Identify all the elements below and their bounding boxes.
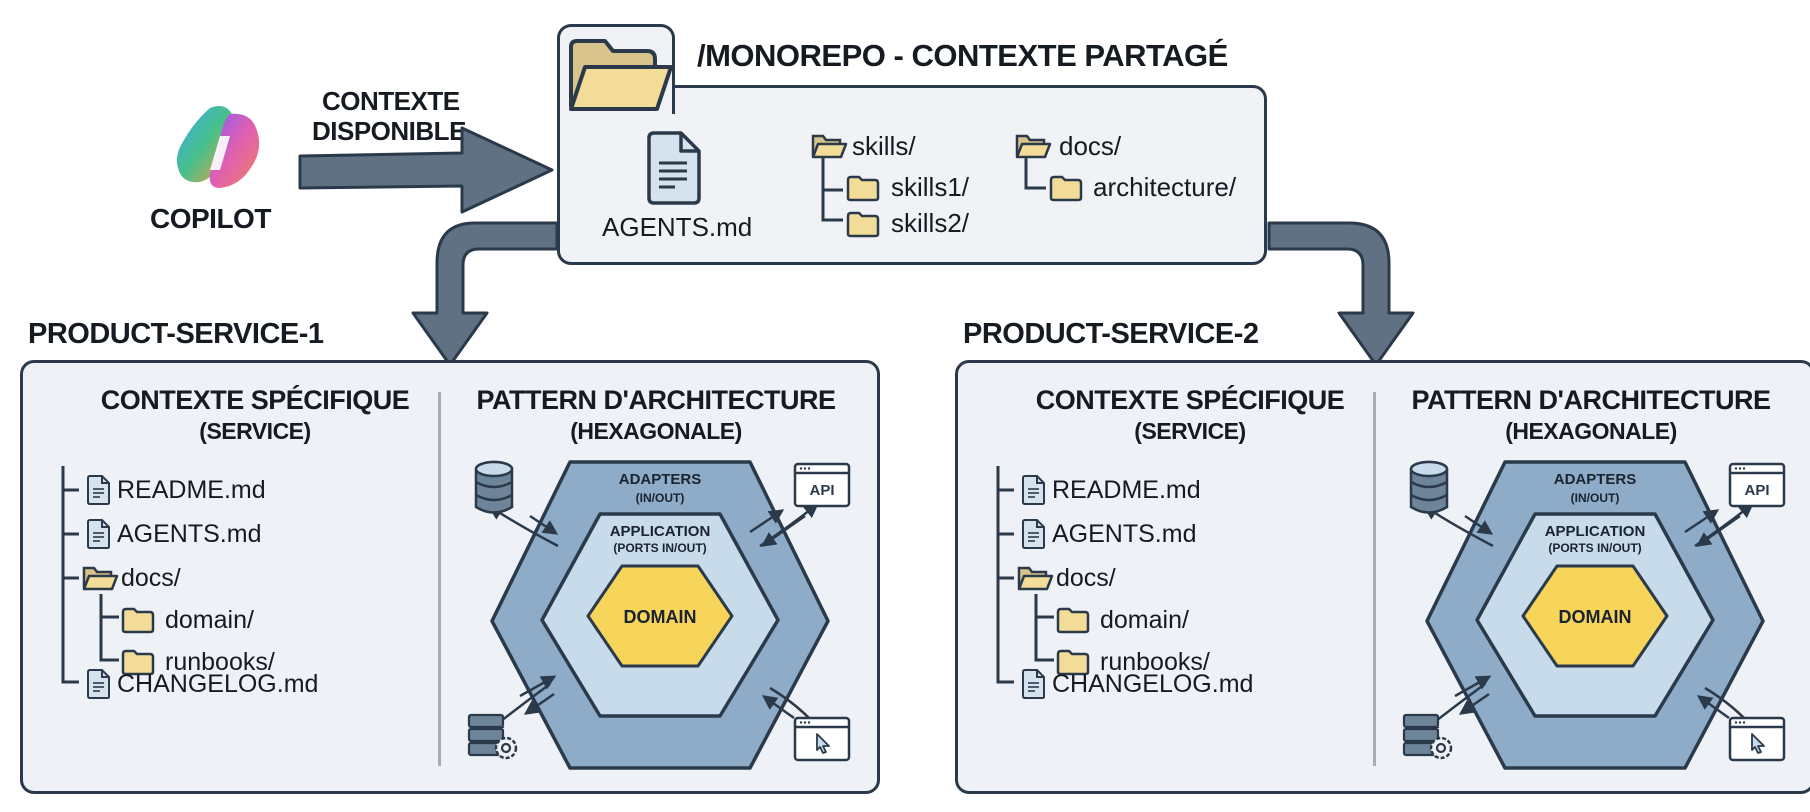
- document-icon: [87, 519, 110, 549]
- arrow-to-service-1: [411, 221, 559, 367]
- skills1-folder-icon: [846, 174, 880, 207]
- context-heading: CONTEXTE SPÉCIFIQUE: [1035, 385, 1345, 415]
- folder-item-domain[interactable]: domain/: [1056, 600, 1189, 640]
- pattern-heading: PATTERN D'ARCHITECTURE: [1411, 385, 1771, 415]
- database-icon: [474, 460, 514, 514]
- file-tree-lines: [996, 466, 1054, 684]
- panel-divider: [438, 392, 441, 766]
- skills-folder[interactable]: skills/: [852, 131, 916, 161]
- service-title: PRODUCT-SERVICE-1: [28, 318, 324, 350]
- file-item-readme[interactable]: README.md: [1020, 470, 1201, 510]
- api-window-icon: API: [1728, 462, 1786, 508]
- file-name: AGENTS.md: [117, 519, 262, 548]
- copilot-label: COPILOT: [150, 203, 271, 234]
- monorepo-title: /MONOREPO - CONTEXTE PARTAGÉ: [697, 38, 1228, 73]
- context-subheading: (SERVICE): [199, 418, 311, 444]
- arrow-label-line1: CONTEXTE: [322, 86, 460, 116]
- folder-item-runbooks[interactable]: runbooks/: [1056, 642, 1210, 682]
- ui-window-cursor-icon: [793, 716, 851, 762]
- folder-item-runbooks[interactable]: runbooks/: [121, 642, 275, 682]
- pattern-subheading: (HEXAGONALE): [570, 418, 742, 444]
- file-item-changelog[interactable]: CHANGELOG.md: [85, 664, 318, 704]
- copilot-logo-icon: [170, 100, 270, 195]
- folder-name: docs/: [1056, 563, 1116, 592]
- folder-item-docs[interactable]: docs/: [81, 558, 181, 598]
- context-heading: CONTEXTE SPÉCIFIQUE: [100, 385, 410, 415]
- folder-name: domain/: [165, 605, 254, 634]
- skills2-folder[interactable]: skills2/: [891, 208, 970, 238]
- folder-name: runbooks/: [1100, 647, 1210, 676]
- skills1-folder[interactable]: skills1/: [891, 172, 970, 202]
- folder-item-docs[interactable]: docs/: [1016, 558, 1116, 598]
- document-icon: [1022, 669, 1045, 699]
- pattern-heading: PATTERN D'ARCHITECTURE: [476, 385, 836, 415]
- domain-label: DOMAIN: [624, 607, 697, 627]
- document-icon: [1022, 475, 1045, 505]
- folder-name: domain/: [1100, 605, 1189, 634]
- file-name: AGENTS.md: [1052, 519, 1197, 548]
- architecture-folder-icon: [1049, 174, 1083, 207]
- context-subheading: (SERVICE): [1134, 418, 1246, 444]
- file-name: README.md: [117, 475, 266, 504]
- domain-label: DOMAIN: [1559, 607, 1632, 627]
- skills2-folder-icon: [846, 210, 880, 243]
- skills-folder-open-icon: [810, 132, 848, 165]
- folder-open-icon: [82, 566, 119, 591]
- arrow-label-line2: DISPONIBLE: [312, 116, 466, 146]
- folder-open-icon: [1017, 566, 1054, 591]
- arrow-to-service-2: [1267, 221, 1415, 367]
- docs-folder[interactable]: docs/: [1059, 131, 1122, 161]
- application-label: APPLICATION: [1545, 523, 1646, 540]
- folder-icon: [121, 649, 155, 676]
- document-icon: [87, 475, 110, 505]
- file-name: CHANGELOG.md: [117, 669, 319, 698]
- file-tree-lines: [61, 466, 119, 684]
- architecture-folder[interactable]: architecture/: [1093, 172, 1237, 202]
- monorepo-folder-icon: [565, 37, 675, 122]
- panel-divider: [1373, 392, 1376, 766]
- application-sublabel: (PORTS IN/OUT): [1548, 541, 1641, 555]
- skills-tree-lines: [821, 154, 843, 222]
- folder-name: docs/: [121, 563, 181, 592]
- file-item-agents[interactable]: AGENTS.md: [1020, 514, 1196, 554]
- api-window-icon: API: [793, 462, 851, 508]
- context-arrow: [298, 126, 554, 214]
- folder-item-domain[interactable]: domain/: [121, 600, 254, 640]
- domain-hexagon: [586, 564, 734, 668]
- api-label: API: [809, 482, 834, 499]
- docs-tree-lines: [1024, 154, 1046, 190]
- document-icon: [87, 669, 110, 699]
- document-icon: [1022, 519, 1045, 549]
- domain-hexagon: [1521, 564, 1669, 668]
- folder-icon: [1056, 607, 1090, 634]
- file-name: README.md: [1052, 475, 1201, 504]
- hexagonal-diagram: ADAPTERS (IN/OUT) APPLICATION (PORTS IN/…: [487, 460, 830, 770]
- ui-window-cursor-icon: [1728, 716, 1786, 762]
- file-item-changelog[interactable]: CHANGELOG.md: [1020, 664, 1253, 704]
- file-item-readme[interactable]: README.md: [85, 470, 266, 510]
- folder-name: runbooks/: [165, 647, 275, 676]
- application-sublabel: (PORTS IN/OUT): [613, 541, 706, 555]
- adapters-label: ADAPTERS: [1554, 471, 1637, 488]
- folder-icon: [121, 607, 155, 634]
- service-title: PRODUCT-SERVICE-2: [963, 318, 1259, 350]
- adapters-sublabel: (IN/OUT): [636, 491, 685, 505]
- folder-icon: [1056, 649, 1090, 676]
- monorepo-agents-file[interactable]: AGENTS.md: [602, 212, 753, 242]
- docs-folder-open-icon: [1014, 132, 1052, 165]
- server-gear-icon: [1402, 713, 1453, 760]
- application-label: APPLICATION: [610, 523, 711, 540]
- adapters-label: ADAPTERS: [619, 471, 702, 488]
- file-item-agents[interactable]: AGENTS.md: [85, 514, 261, 554]
- file-name: CHANGELOG.md: [1052, 669, 1254, 698]
- agents-doc-icon: [643, 130, 703, 211]
- adapters-sublabel: (IN/OUT): [1571, 491, 1620, 505]
- pattern-subheading: (HEXAGONALE): [1505, 418, 1677, 444]
- api-label: API: [1744, 482, 1769, 499]
- database-icon: [1409, 460, 1449, 514]
- server-gear-icon: [467, 713, 518, 760]
- hexagonal-diagram: ADAPTERS (IN/OUT) APPLICATION (PORTS IN/…: [1422, 460, 1765, 770]
